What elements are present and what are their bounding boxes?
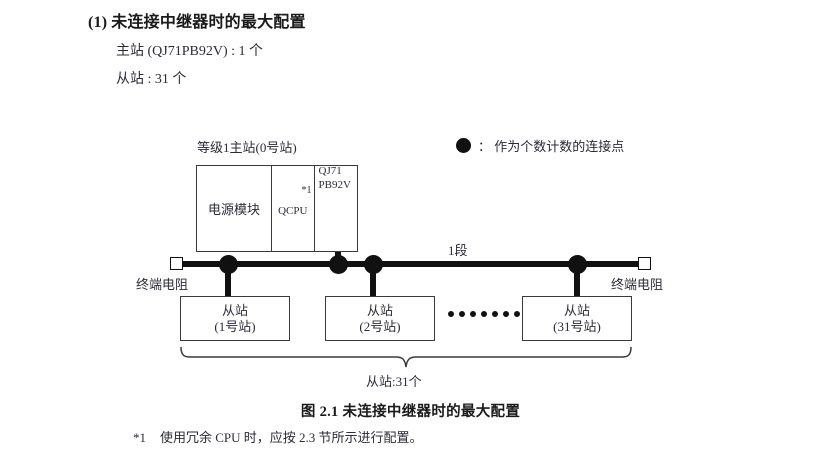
terminal-resistor-right-icon <box>638 257 651 270</box>
slave-total-label: 从站:31个 <box>366 374 422 389</box>
ellipsis-dot <box>492 311 498 317</box>
legend-label: ： 作为个数计数的连接点 <box>478 139 625 154</box>
page-title: (1)未连接中继器时的最大配置 <box>88 8 306 32</box>
terminal-resistor-left-label: 终端电阻 <box>136 277 189 292</box>
segment-label: 1段 <box>448 243 468 258</box>
ellipsis-dot <box>503 311 509 317</box>
connection-node <box>219 255 238 274</box>
network-module-cell: QJ71 PB92V <box>315 165 358 251</box>
spec-line-slave: 从站 : 31 个 <box>116 72 187 87</box>
brace-svg <box>180 346 632 368</box>
ellipsis-dot <box>470 311 476 317</box>
ellipsis-dots <box>448 311 520 317</box>
slave-station-number: (1号站) <box>214 318 256 334</box>
legend: ： 作为个数计数的连接点 <box>456 136 624 155</box>
footnote-marker: *1 <box>301 185 312 196</box>
connection-node <box>568 255 587 274</box>
slave-drop-line <box>370 272 376 296</box>
footnote-text: 使用冗余 CPU 时，应按 2.3 节所示进行配置。 <box>160 430 423 445</box>
connection-node <box>329 255 348 274</box>
connection-node <box>364 255 383 274</box>
slave-title: 从站 <box>366 302 393 318</box>
network-module-label-line1: QJ71 <box>318 165 342 177</box>
master-station-box: 电源模块 QCPU *1 QJ71 PB92V <box>196 165 358 252</box>
qcpu-label: QCPU <box>278 204 308 217</box>
slave-station-box: 从站 (1号站) <box>180 296 290 341</box>
slave-range-brace <box>178 346 634 375</box>
ellipsis-dot <box>459 311 465 317</box>
footnote: *1 使用冗余 CPU 时，应按 2.3 节所示进行配置。 <box>133 427 423 446</box>
slave-title: 从站 <box>221 302 248 318</box>
section-number: (1) <box>88 14 108 31</box>
power-module-label: 电源模块 <box>208 202 261 217</box>
slave-drop-line <box>225 272 231 296</box>
slave-drop-line <box>574 272 580 296</box>
filled-circle-icon <box>456 138 471 153</box>
ellipsis-dot <box>514 311 520 317</box>
slave-station-box: 从站 (31号站) <box>522 296 632 341</box>
slave-station-number: (2号站) <box>359 318 401 334</box>
qcpu-cell: QCPU *1 <box>272 166 315 251</box>
network-module-label-line2: PB92V <box>318 179 351 191</box>
spec-line-master: 主站 (QJ71PB92V) : 1 个 <box>116 44 264 59</box>
header-block: (1)未连接中继器时的最大配置 主站 (QJ71PB92V) : 1 个 从站 … <box>88 8 306 88</box>
terminal-resistor-right-label: 终端电阻 <box>611 277 664 292</box>
figure-caption: 图 2.1 未连接中继器时的最大配置 <box>300 404 521 420</box>
master-station-caption: 等级1主站(0号站) <box>197 140 297 155</box>
footnote-mark: *1 <box>133 430 146 445</box>
bus-trunk-line <box>178 261 644 267</box>
power-module-cell: 电源模块 <box>197 166 273 251</box>
slave-station-number: (31号站) <box>553 318 601 334</box>
ellipsis-dot <box>481 311 487 317</box>
slave-station-box: 从站 (2号站) <box>325 296 435 341</box>
section-title: 未连接中继器时的最大配置 <box>111 14 306 31</box>
ellipsis-dot <box>448 311 454 317</box>
slave-title: 从站 <box>563 302 590 318</box>
terminal-resistor-left-icon <box>170 257 183 270</box>
